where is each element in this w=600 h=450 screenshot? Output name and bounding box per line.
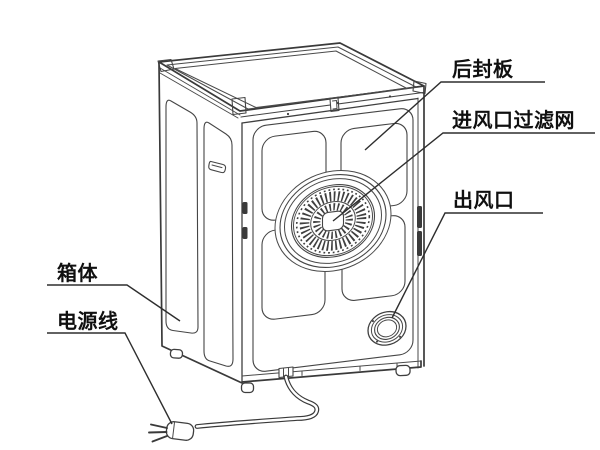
screw-dot: [286, 112, 290, 116]
panel-inner-outline: [252, 108, 414, 372]
lid-right-corner-cap: [412, 80, 427, 95]
label-rear-panel: 后封板: [452, 57, 514, 81]
plug-prongs: [148, 423, 168, 443]
side-emboss-right: [203, 121, 234, 367]
leader-cabinet: [47, 284, 181, 322]
panel-tab: [242, 227, 248, 239]
leader-air-outlet: [391, 212, 543, 319]
label-cabinet: 箱体: [57, 261, 98, 285]
screw-dot: [399, 335, 401, 338]
air-outlet-port: [367, 310, 407, 346]
rear-sealing-panel: [241, 97, 422, 383]
foot-right: [395, 364, 411, 377]
screw-dot: [372, 320, 374, 323]
foot-center: [240, 382, 255, 394]
side-handle: [208, 160, 227, 174]
hinge-tab: [417, 231, 422, 256]
label-power-cord: 电源线: [57, 309, 119, 333]
feet: [169, 348, 411, 394]
grille-outer-slats: [299, 191, 367, 251]
foot-left: [169, 348, 184, 359]
leader-rear-panel: [364, 81, 545, 151]
rear-panel-emboss: [252, 108, 414, 372]
lid-left-corner-cap: [157, 58, 175, 73]
power-cord: [194, 374, 320, 429]
label-air-outlet: 出风口: [453, 189, 515, 212]
label-inlet-filter: 进风口过滤网: [452, 109, 575, 132]
callouts: 后封板 进风口过滤网 出风口 箱体 电源线: [47, 57, 595, 425]
top-panel: [157, 42, 427, 119]
cord-anchor: [278, 366, 294, 379]
leader-inlet-filter: [332, 132, 595, 222]
cabinet-side-panel: [158, 62, 243, 384]
leader-power-cord: [47, 332, 173, 425]
panel-tab: [242, 202, 248, 214]
screw-dot: [336, 101, 340, 105]
screw-dot: [376, 340, 378, 343]
power-plug: [148, 421, 195, 443]
hinge-tab: [417, 206, 422, 228]
side-emboss-left: [165, 99, 199, 334]
lid-front-corner-cap: [231, 96, 247, 116]
screw-dot: [388, 95, 392, 98]
right-edge: [417, 85, 425, 369]
